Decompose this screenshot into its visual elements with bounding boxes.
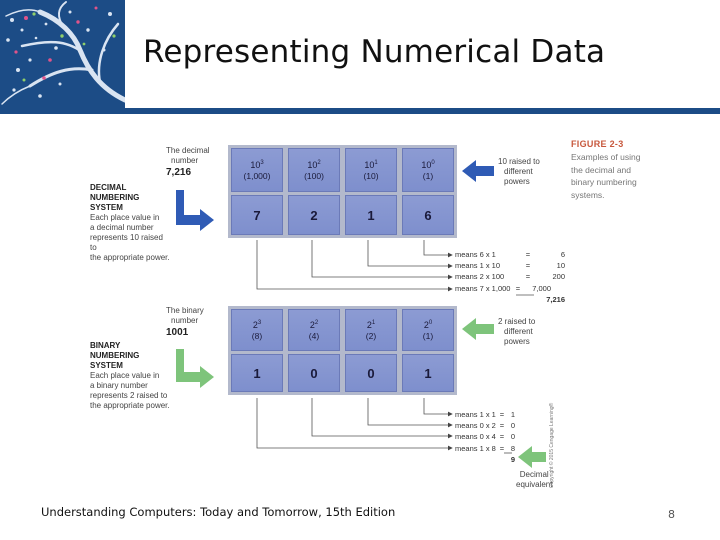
means-row: means 0 x 4=0 bbox=[455, 432, 515, 442]
binary-power-cell: 20 (1) bbox=[402, 309, 454, 351]
binary-l-arrow bbox=[176, 349, 214, 388]
tree-logo-image bbox=[0, 0, 125, 108]
desc-line: the appropriate power. bbox=[90, 253, 170, 262]
system-title: SYSTEM bbox=[90, 361, 123, 370]
decimal-digit-cell: 6 bbox=[402, 195, 454, 235]
binary-digit-cell: 1 bbox=[402, 354, 454, 392]
slide-title: Representing Numerical Data bbox=[143, 34, 606, 70]
decimal-digit-cell: 7 bbox=[231, 195, 283, 235]
decimal-place-value-grid: 103 (1,000) 102 (100) 101 (10) 100 (1) 7… bbox=[228, 145, 457, 238]
desc-line: represents 10 raised to bbox=[90, 233, 163, 252]
binary-digit-cell: 0 bbox=[288, 354, 340, 392]
binary-digit-cell: 1 bbox=[231, 354, 283, 392]
note-line: 2 raised to bbox=[498, 317, 536, 326]
binary-number-label: The binary number 1001 bbox=[166, 306, 204, 339]
decimal-power-cell: 103 (1,000) bbox=[231, 148, 283, 192]
page-number: 8 bbox=[668, 508, 675, 521]
means-row: means 6 x 1=6 bbox=[455, 250, 565, 259]
desc-line: a decimal number bbox=[90, 223, 154, 232]
system-title: BINARY NUMBERING bbox=[90, 341, 140, 360]
desc-line: Each place value in bbox=[90, 371, 160, 380]
binary-power-cell: 22 (4) bbox=[288, 309, 340, 351]
desc-line: represents 2 raised to bbox=[90, 391, 168, 400]
means-row: means 0 x 2=0 bbox=[455, 421, 515, 431]
binary-place-value-grid: 23 (8) 22 (4) 21 (2) 20 (1) 1 0 0 1 bbox=[228, 306, 457, 395]
means-row: means 2 x 100=200 bbox=[455, 272, 565, 282]
decimal-power-cell: 101 (10) bbox=[345, 148, 397, 192]
decimal-number-label: The decimal number 7,216 bbox=[166, 146, 210, 179]
decimal-digit-cell: 1 bbox=[345, 195, 397, 235]
decimal-system-text: DECIMAL NUMBERING SYSTEM Each place valu… bbox=[90, 183, 170, 263]
binary-side-note: 2 raised to different powers bbox=[498, 317, 535, 347]
desc-line: a binary number bbox=[90, 381, 148, 390]
caption-line: Examples of using bbox=[571, 152, 641, 162]
figure-caption-body: Examples of using the decimal and binary… bbox=[571, 151, 640, 201]
copyright-notice: Copyright © 2015 Cengage Learning® bbox=[549, 402, 555, 488]
decimal-power-cell: 100 (1) bbox=[402, 148, 454, 192]
binary-power-cell: 23 (8) bbox=[231, 309, 283, 351]
note-line: 10 raised to bbox=[498, 157, 540, 166]
decimal-means-list: means 6 x 1=6 means 1 x 10=10 means 2 x … bbox=[455, 249, 565, 305]
caption-line: systems. bbox=[571, 189, 605, 200]
binary-number-value: 1001 bbox=[166, 327, 189, 338]
label-line: number bbox=[171, 316, 199, 325]
caption-line: binary numbering bbox=[571, 177, 637, 187]
note-line: different bbox=[504, 327, 533, 336]
label-line: equivalent bbox=[516, 480, 553, 489]
binary-means-list: means 1 x 1=1 means 0 x 2=0 means 0 x 4=… bbox=[455, 409, 515, 465]
figure-caption-head: FIGURE 2-3 bbox=[571, 139, 624, 149]
means-row: means 1 x 1=1 bbox=[455, 410, 515, 419]
label-line: The decimal bbox=[166, 146, 210, 155]
system-title: SYSTEM bbox=[90, 203, 123, 212]
decimal-side-arrow bbox=[462, 160, 494, 182]
note-line: powers bbox=[504, 337, 530, 346]
decimal-side-note: 10 raised to different powers bbox=[498, 157, 540, 187]
desc-line: Each place value in bbox=[90, 213, 160, 222]
decimal-total: 7,216 bbox=[546, 294, 565, 304]
desc-line: the appropriate power. bbox=[90, 401, 170, 410]
binary-power-cell: 21 (2) bbox=[345, 309, 397, 351]
title-divider-bar bbox=[125, 108, 720, 114]
binary-side-arrow bbox=[462, 318, 494, 340]
binary-system-text: BINARY NUMBERING SYSTEM Each place value… bbox=[90, 341, 170, 411]
decimal-power-cell: 102 (100) bbox=[288, 148, 340, 192]
decimal-number-value: 7,216 bbox=[166, 167, 192, 178]
binary-digit-cell: 0 bbox=[345, 354, 397, 392]
means-row: means 1 x 8=8 bbox=[455, 443, 515, 453]
system-title: DECIMAL NUMBERING bbox=[90, 183, 140, 202]
means-row: means 1 x 10=10 bbox=[455, 261, 565, 271]
slide-footer: Understanding Computers: Today and Tomor… bbox=[41, 505, 396, 519]
binary-total: 9 bbox=[510, 454, 515, 464]
note-line: different bbox=[504, 167, 533, 176]
label-line: The binary bbox=[166, 306, 204, 315]
decimal-equivalent-label: Decimal equivalent bbox=[516, 470, 552, 490]
caption-line: the decimal and bbox=[571, 164, 632, 175]
decimal-l-arrow bbox=[176, 190, 214, 231]
logo-underline bbox=[0, 108, 125, 114]
decimal-equivalent-arrow bbox=[518, 446, 546, 468]
label-line: Decimal bbox=[519, 470, 549, 479]
label-line: number bbox=[171, 156, 199, 165]
note-line: powers bbox=[504, 177, 530, 186]
means-row: means 7 x 1,000=7,000 bbox=[455, 283, 551, 293]
decimal-digit-cell: 2 bbox=[288, 195, 340, 235]
